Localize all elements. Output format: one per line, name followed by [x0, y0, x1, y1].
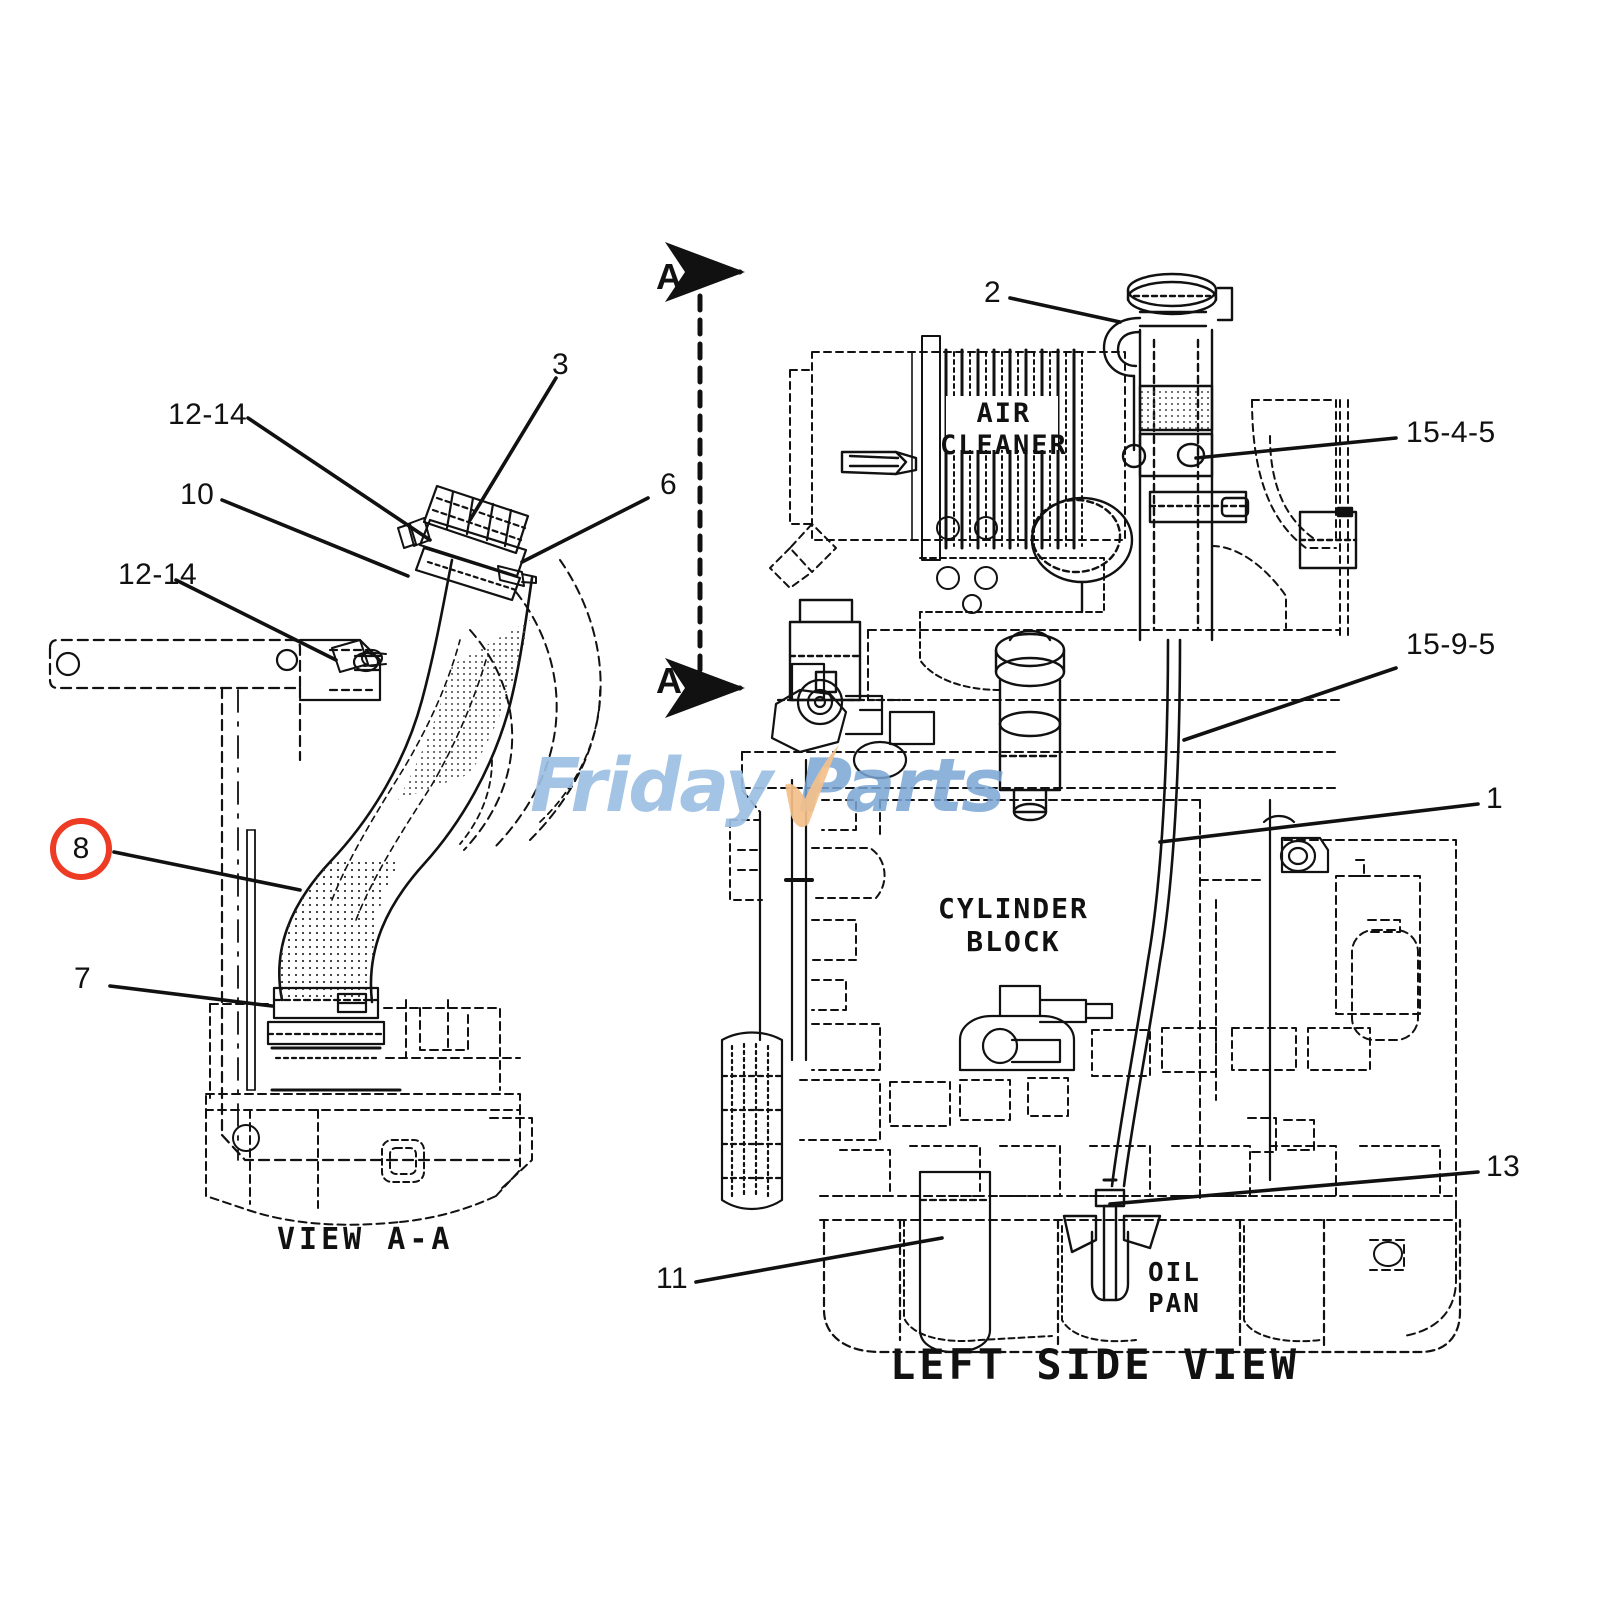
- callout-7[interactable]: 7: [74, 962, 92, 995]
- air-cleaner-label: AIR CLEANER: [940, 398, 1068, 462]
- callout-13[interactable]: 13: [1486, 1150, 1521, 1183]
- cylinder-block-label-line1: CYLINDER: [938, 892, 1089, 925]
- callout-12-14-upper[interactable]: 12-14: [168, 398, 248, 431]
- callout-12-14-lower[interactable]: 12-14: [118, 558, 198, 591]
- callout-15-4-5[interactable]: 15-4-5: [1406, 416, 1496, 449]
- callout-3[interactable]: 3: [552, 348, 570, 381]
- cylinder-block-label: CYLINDER BLOCK: [938, 892, 1089, 958]
- cylinder-block-label-line2: BLOCK: [966, 925, 1061, 959]
- callout-1[interactable]: 1: [1486, 782, 1504, 815]
- section-marker-a-bottom: A: [656, 660, 682, 701]
- air-cleaner-label-line1: AIR: [976, 398, 1032, 429]
- callout-6[interactable]: 6: [660, 468, 678, 501]
- callout-8-highlighted[interactable]: 8: [50, 818, 112, 880]
- air-cleaner-label-line2: CLEANER: [940, 429, 1068, 461]
- oil-pan-label-line2: PAN: [1148, 1288, 1201, 1319]
- callout-leader-lines: [108, 296, 1480, 1284]
- left-side-view-geometry: [720, 272, 1462, 1354]
- oil-pan-label: OIL PAN: [1148, 1258, 1201, 1319]
- callout-10[interactable]: 10: [180, 478, 215, 511]
- callout-11[interactable]: 11: [656, 1262, 689, 1295]
- callout-15-9-5[interactable]: 15-9-5: [1406, 628, 1496, 661]
- callout-2[interactable]: 2: [984, 276, 1002, 309]
- left-side-view-caption: LEFT SIDE VIEW: [890, 1340, 1301, 1389]
- oil-pan-label-line1: OIL: [1148, 1258, 1201, 1288]
- section-marker-a-top: A: [656, 256, 682, 297]
- view-a-a-geometry: [48, 484, 602, 1226]
- view-a-a-caption: VIEW A-A: [277, 1222, 454, 1257]
